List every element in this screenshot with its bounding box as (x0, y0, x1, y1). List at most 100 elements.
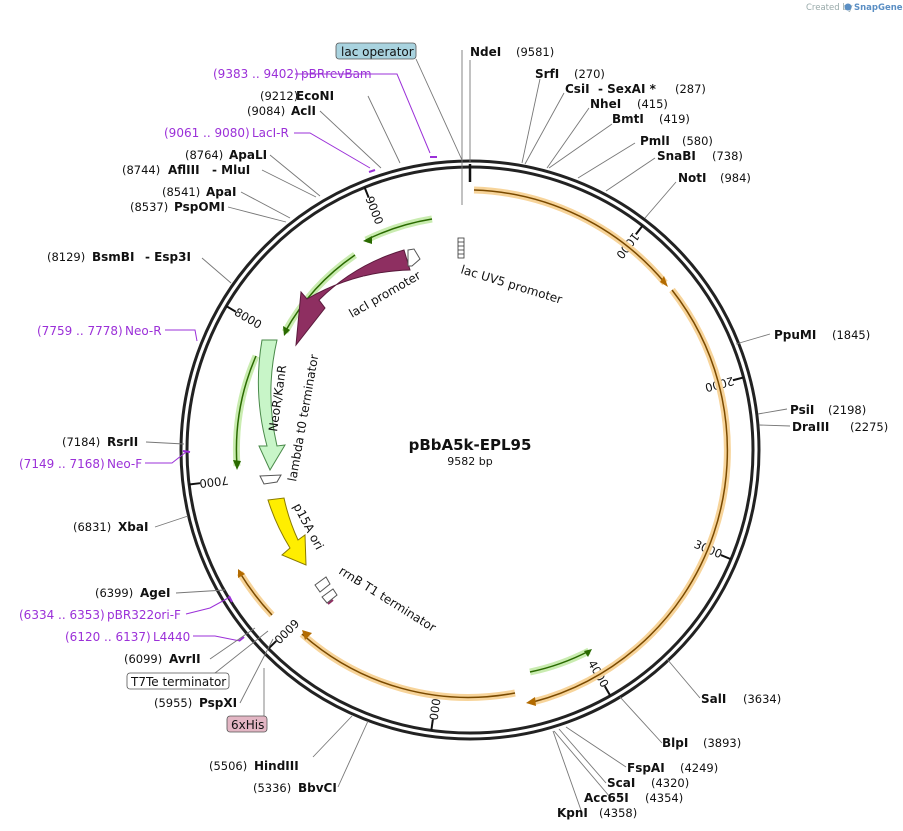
lac-operator-box[interactable] (335, 42, 417, 60)
primer-mark-pbr322ori-f (228, 595, 233, 603)
enzyme-kpni[interactable]: KpnI(4358) (557, 806, 637, 820)
enzyme-labels-left: (9212)EcoNI (9084)AclI (8764)ApaLI (8744… (47, 89, 337, 795)
laci-arrow[interactable] (295, 249, 411, 347)
svg-text:PpuMI: PpuMI (774, 328, 816, 342)
enzyme-srfi[interactable]: SrfI (270) (535, 67, 605, 81)
laci-promoter-arrow[interactable] (407, 248, 421, 267)
lacuv5-promoter-arrow[interactable] (457, 237, 465, 259)
primer-l4440[interactable]: (6120 .. 6137)L4440 (65, 630, 190, 644)
svg-text:SrfI: SrfI (535, 67, 559, 81)
enzyme-blpi[interactable]: BlpI(3893) (662, 736, 741, 750)
boxed-features: lac operator T7Te terminator 6xHis (126, 42, 463, 733)
orf-arc-2 (532, 289, 729, 703)
svg-text:ScaI: ScaI (607, 776, 635, 790)
svg-text:Acc65I: Acc65I (584, 791, 629, 805)
svg-text:ApaI: ApaI (206, 185, 236, 199)
green-arc-2 (284, 254, 356, 333)
svg-text:NdeI: NdeI (470, 45, 501, 59)
enzyme-bmti[interactable]: BmtI(419) (612, 112, 690, 126)
tick-mark-2000 (732, 376, 744, 382)
green-arc-1-arrowhead (363, 236, 372, 244)
p15a-ori-arrow[interactable] (267, 497, 307, 566)
svg-text:(270): (270) (574, 67, 605, 81)
tick-label-7000: 7000 (199, 473, 230, 490)
6xhis-box[interactable] (226, 715, 268, 733)
primer-laci-r[interactable]: (9061 .. 9080)LacI-R (164, 126, 289, 140)
svg-text:(9581): (9581) (516, 45, 554, 59)
svg-text:RsrII: RsrII (107, 435, 138, 449)
plasmid-name: pBbA5k-EPL95 (409, 436, 532, 454)
tick-label-8000: 8000 (232, 305, 264, 332)
t7te-terminator-box[interactable] (126, 672, 230, 690)
lac-operator-label: lac operator (341, 45, 414, 59)
enzyme-afliii[interactable]: (8744)AflIII- MluI (122, 163, 250, 177)
enzyme-apali[interactable]: (8764)ApaLI (185, 148, 267, 162)
primer-mark-laci-r (368, 169, 376, 173)
enzyme-acc65i[interactable]: Acc65I(4354) (584, 791, 683, 805)
svg-text:SnaBI: SnaBI (657, 149, 696, 163)
svg-text:BmtI: BmtI (612, 112, 644, 126)
enzyme-sali[interactable]: SalI(3634) (701, 692, 781, 706)
enzyme-rsrii[interactable]: (7184) RsrII (62, 435, 138, 449)
green-arc-3-arrowhead (233, 460, 241, 470)
svg-text:- MluI: - MluI (212, 163, 250, 177)
svg-text:(9061 .. 9080): (9061 .. 9080) (164, 126, 250, 140)
primer-leader-l4440 (193, 635, 241, 642)
svg-text:(7759 .. 7778): (7759 .. 7778) (37, 324, 123, 338)
svg-text:PsiI: PsiI (790, 403, 814, 417)
svg-text:(7184): (7184) (62, 435, 100, 449)
enzyme-nhei[interactable]: NheI(415) (590, 97, 668, 111)
primer-pbrrevbam[interactable]: (9383 .. 9402)pBRrevBam (213, 67, 372, 81)
enzyme-pspxi[interactable]: (5955)PspXI (154, 696, 237, 710)
enzyme-pmli[interactable]: PmlI(580) (640, 134, 713, 148)
svg-text:pBR322ori-F: pBR322ori-F (107, 608, 181, 622)
enzyme-csii[interactable]: CsiI- SexAI *(287) (565, 82, 706, 96)
neor-kanr-arrow[interactable] (257, 339, 286, 472)
enzyme-ndei[interactable]: NdeI (9581) (470, 45, 554, 59)
enzyme-scai[interactable]: ScaI(4320) (607, 776, 689, 790)
enzyme-psii[interactable]: PsiI(2198) (790, 403, 866, 417)
tick-mark-7000 (188, 482, 201, 486)
credit-brand: SnapGene (854, 3, 903, 13)
svg-text:AflIII: AflIII (168, 163, 200, 177)
snapgene-credit: Created by SnapGene (806, 3, 903, 13)
orf-arc-4-arrowhead (238, 569, 245, 578)
enzyme-econi[interactable]: (9212)EcoNI (260, 89, 334, 103)
lambda-t0-arrow[interactable] (259, 474, 282, 485)
enzyme-labels-right: NdeI(9581) SrfI(270) CsiI- SexAI *(287) … (470, 45, 888, 820)
svg-text:(8129): (8129) (47, 250, 85, 264)
rrnb-t1-arrow[interactable] (314, 576, 338, 605)
primer-neo-f[interactable]: (7149 .. 7168)Neo-F (19, 457, 142, 471)
enzyme-draiii[interactable]: DraIII(2275) (792, 420, 888, 434)
primer-neo-r[interactable]: (7759 .. 7778)Neo-R (37, 324, 162, 338)
lacuv5-promoter-label: lac UV5 promoter (459, 262, 564, 306)
enzyme-avrii[interactable]: (6099)AvrII (124, 652, 201, 666)
enzyme-acli[interactable]: (9084)AclI (247, 104, 316, 118)
enzyme-fspai[interactable]: FspAI(4249) (627, 761, 718, 775)
green-arc-2-arrowhead (283, 326, 290, 336)
svg-text:(8537): (8537) (130, 200, 168, 214)
plasmid-length: 9582 bp (447, 455, 492, 468)
enzyme-pspomi[interactable]: (8537)PspOMI (130, 200, 225, 214)
svg-text:(1845): (1845) (832, 328, 870, 342)
tick-mark-8000 (225, 305, 237, 313)
enzyme-hindiii[interactable]: (5506)HindIII (209, 759, 299, 773)
enzyme-noti[interactable]: NotI(984) (678, 171, 751, 185)
green-arc-4-glow (529, 647, 591, 676)
svg-text:HindIII: HindIII (254, 759, 299, 773)
enzyme-agei[interactable]: (6399)AgeI (95, 586, 170, 600)
enzyme-xbai[interactable]: (6831)XbaI (73, 520, 148, 534)
svg-text:(6399): (6399) (95, 586, 133, 600)
6xhis-label: 6xHis (231, 718, 264, 732)
primer-labels: (9383 .. 9402)pBRrevBam (9061 .. 9080)La… (19, 67, 372, 644)
enzyme-apai[interactable]: (8541)ApaI (162, 185, 236, 199)
tick-label-9000: 9000 (362, 194, 386, 226)
enzyme-bbvci[interactable]: (5336)BbvCI (253, 781, 337, 795)
svg-text:(6334 .. 6353): (6334 .. 6353) (19, 608, 105, 622)
svg-text:BsmBI: BsmBI (92, 250, 134, 264)
enzyme-ppumi[interactable]: PpuMI (1845) (774, 328, 870, 342)
enzyme-snabi[interactable]: SnaBI(738) (657, 149, 743, 163)
enzyme-bsmbi[interactable]: (8129)BsmBI- Esp3I (47, 250, 191, 264)
primer-pbr322ori-f[interactable]: (6334 .. 6353)pBR322ori-F (19, 608, 181, 622)
